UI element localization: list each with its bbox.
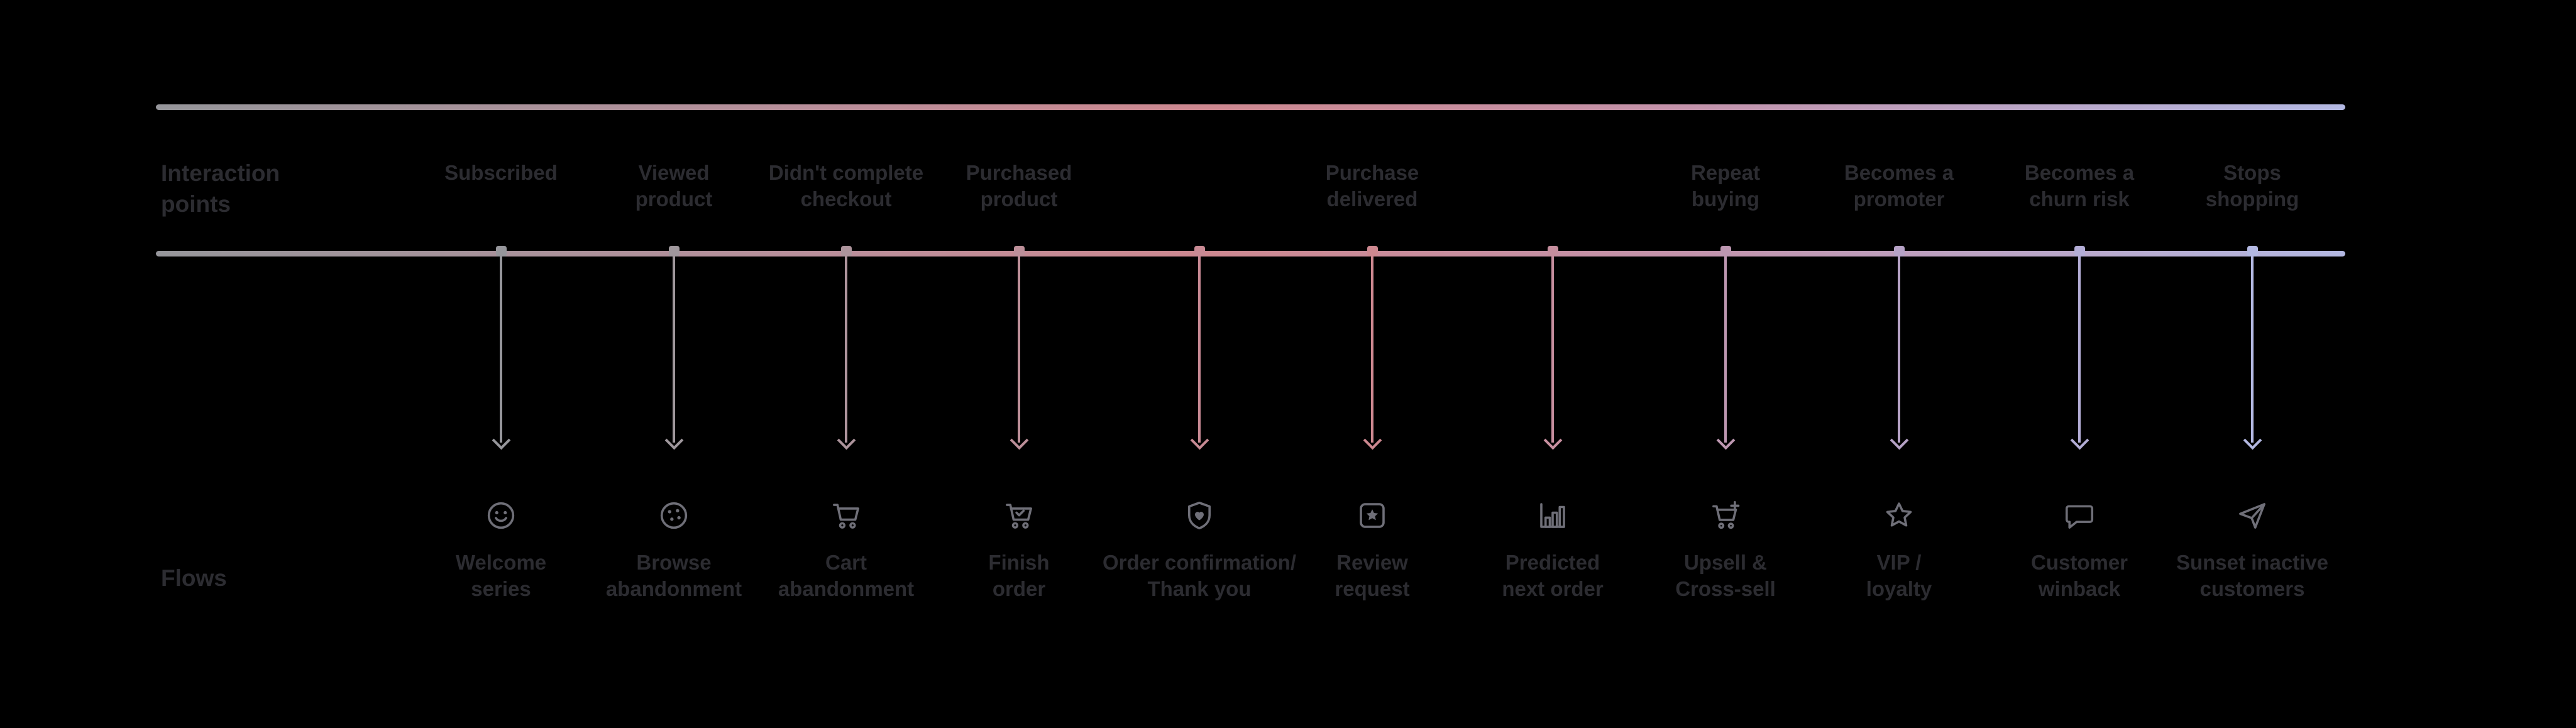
interaction-point-label: Becomes a churn risk [2024,161,2135,211]
flow-arrow [2251,254,2254,443]
timeline-marker [841,246,852,256]
timeline-marker [2074,246,2085,256]
bar-chart-icon [1535,498,1570,533]
interaction-point-label: Didn't complete checkout [768,161,924,211]
flow-arrow [673,254,675,443]
flow-label: Upsell & Cross-sell [1675,551,1776,601]
arrowhead-icon [1890,431,1909,450]
interaction-points-heading: Interaction points [161,160,280,217]
flows-heading: Flows [161,565,227,591]
arrowhead-icon [492,431,511,450]
flow-arrow [1898,254,1900,443]
flow-label: Finish order [988,551,1050,601]
arrowhead-icon [2243,431,2262,450]
flow-label: Predicted next order [1502,551,1604,601]
top-gradient-rule [156,104,2345,110]
interaction-point-label: Repeat buying [1690,161,1761,211]
timeline-gradient-rule [156,251,2345,256]
flow-arrow [2078,254,2081,443]
browse-icon [656,498,691,533]
timeline-marker [1548,246,1558,256]
star-icon [1881,498,1917,533]
cart-icon [828,498,864,533]
review-star-icon [1355,498,1390,533]
smiley-icon [483,498,519,533]
chat-bubble-icon [2062,498,2097,533]
interaction-point-label: Stops shopping [2205,161,2299,211]
flow-arrow [1371,254,1373,443]
flow-label: Cart abandonment [778,551,915,601]
flow-label: Customer winback [2030,551,2128,601]
interaction-point-label: Viewed product [635,161,713,211]
arrowhead-icon [1716,431,1736,450]
flow-label: Sunset inactive customers [2176,551,2329,601]
interaction-point-label: Subscribed [444,161,558,184]
flow-arrow [1724,254,1727,443]
timeline-marker [1194,246,1205,256]
flow-arrow [845,254,847,443]
timeline-marker [2247,246,2258,256]
heart-shield-icon [1182,498,1217,533]
arrowhead-icon [1010,431,1029,450]
flow-arrow [1018,254,1020,443]
cart-plus-icon [1708,498,1743,533]
timeline-marker [1894,246,1905,256]
timeline-marker [496,246,507,256]
flow-arrow [500,254,502,443]
flow-label: VIP / loyalty [1866,551,1932,601]
timeline-marker [1367,246,1378,256]
paper-plane-icon [2235,498,2270,533]
flow-label: Browse abandonment [605,551,742,601]
interaction-point-label: Purchase delivered [1325,161,1419,211]
arrowhead-icon [1363,431,1382,450]
arrowhead-icon [2070,431,2089,450]
flow-label: Welcome series [455,551,547,601]
flow-label: Order confirmation/ Thank you [1102,551,1297,601]
timeline-marker [1720,246,1731,256]
flow-arrow [1198,254,1201,443]
arrowhead-icon [664,431,684,450]
flow-arrow [1551,254,1554,443]
arrowhead-icon [1543,431,1563,450]
arrowhead-icon [1190,431,1209,450]
arrowhead-icon [837,431,856,450]
interaction-point-label: Purchased product [966,161,1072,211]
timeline-marker [1014,246,1025,256]
cart-check-icon [1001,498,1037,533]
flow-label: Review request [1335,551,1410,601]
interaction-point-label: Becomes a promoter [1844,161,1954,211]
timeline-marker [669,246,680,256]
